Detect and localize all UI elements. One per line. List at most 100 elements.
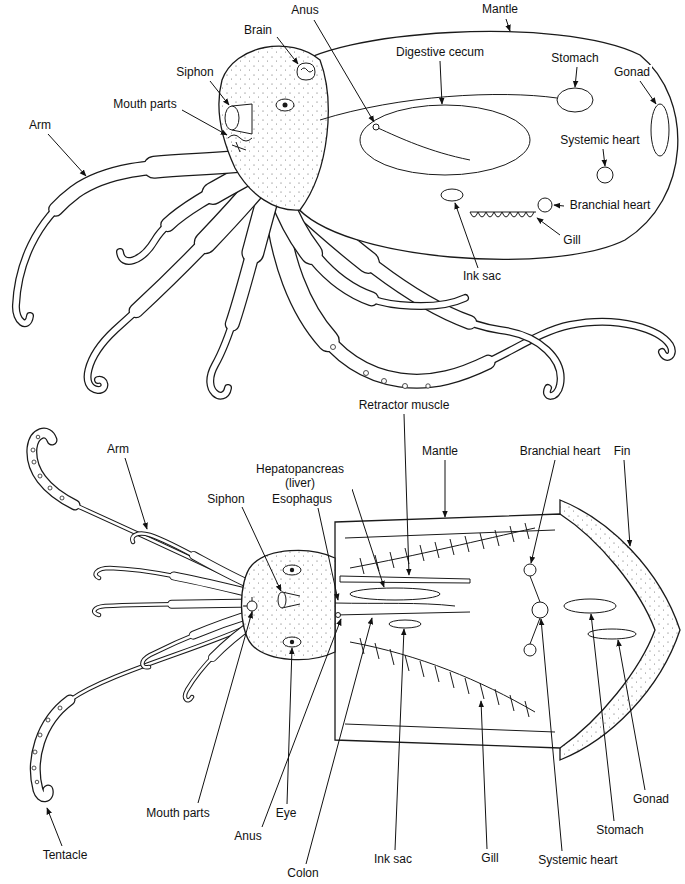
arm-outline [120, 170, 255, 261]
leader-line [603, 149, 605, 166]
arm-outline [142, 612, 258, 667]
part-label: Gonad [612, 65, 652, 79]
sucker [58, 706, 62, 710]
lower-gill [350, 638, 535, 717]
tentacle-outline [70, 622, 258, 700]
part-label: Stomach [549, 51, 600, 65]
branchial-heart [524, 644, 536, 656]
arm-fill [16, 160, 250, 323]
arm-fill [96, 568, 258, 595]
part-label: Gill [561, 233, 582, 247]
part-label: Arm [27, 118, 53, 132]
club-fill [32, 433, 75, 505]
part-label: Gonad [631, 792, 671, 806]
part-label: Ink sac [461, 269, 503, 283]
arm-fill [120, 170, 255, 261]
part-label: Gill [479, 851, 500, 865]
club-suckers [31, 435, 64, 784]
leader-line [618, 640, 645, 790]
gill [470, 212, 536, 217]
octopus-eye [276, 99, 294, 111]
part-label: Colon [285, 866, 320, 880]
branchial-heart [524, 564, 536, 576]
leader-line [395, 629, 404, 850]
leader-line [314, 20, 374, 122]
leader-line [531, 460, 555, 563]
leader-line [537, 218, 560, 235]
part-label: Hepatopancreas (liver) [248, 462, 352, 490]
arm-outline [96, 568, 258, 595]
systemic-heart [597, 167, 613, 183]
leader-line [242, 507, 281, 591]
esophagus [320, 94, 557, 120]
branchial-heart [538, 198, 552, 212]
eye-pupil [290, 568, 294, 572]
sucker [36, 435, 40, 439]
leader-line [506, 19, 510, 31]
colon [335, 612, 470, 615]
sucker [35, 780, 39, 784]
leader-line [277, 37, 298, 64]
leader-line [591, 614, 614, 821]
arm-outline [120, 170, 255, 261]
leader-line [306, 618, 372, 864]
arm-fill [16, 160, 250, 323]
intestine [378, 128, 470, 160]
part-label: Stomach [594, 823, 645, 837]
eye-pupil [283, 103, 288, 108]
sucker-row [331, 345, 431, 389]
part-label: Arm [105, 442, 131, 456]
part-label: Branchial heart [568, 198, 653, 212]
arm-fill [120, 170, 255, 261]
part-label: Digestive cecum [394, 45, 486, 59]
sucker [33, 750, 37, 754]
leader-line [541, 619, 562, 851]
mouth-parts [243, 597, 252, 615]
arm-fill [96, 568, 258, 595]
squid-arm [96, 568, 258, 595]
anus-opening [336, 613, 341, 618]
arm-fill [120, 170, 255, 261]
squid-arm [142, 612, 258, 667]
tentacle-outline [75, 505, 258, 590]
arm-outline [16, 160, 250, 323]
part-label: Anus [232, 829, 263, 843]
sucker [32, 460, 36, 464]
leader-line [445, 460, 446, 517]
sucker [382, 379, 387, 384]
part-label: Mouth parts [144, 806, 211, 820]
arm-fill [94, 603, 258, 615]
mouth-parts [247, 601, 257, 611]
part-label: Anus [289, 3, 320, 17]
mouth-parts [228, 135, 252, 152]
squid-head [242, 550, 336, 659]
part-label: Systemic heart [536, 853, 619, 867]
leader-line [352, 489, 384, 587]
sucker [46, 718, 50, 722]
squid-tentacle [32, 433, 258, 590]
brain-fold [301, 68, 313, 72]
leader-line [48, 134, 86, 176]
sucker [31, 448, 35, 452]
arm-outline [16, 160, 250, 323]
gonad [588, 629, 636, 639]
octopus-mantle [290, 31, 678, 259]
sucker [32, 766, 36, 770]
leader-line [198, 612, 252, 803]
leader-line [210, 81, 229, 105]
club-outline [32, 433, 75, 505]
leader-lines [47, 19, 656, 864]
part-label: Mantle [480, 2, 520, 16]
sucker [38, 474, 42, 478]
arm-outline [94, 603, 258, 615]
octopus-head [219, 46, 328, 210]
leader-line [575, 67, 577, 87]
eye-pupil [290, 640, 294, 644]
anus-opening [373, 124, 379, 130]
sucker [60, 496, 64, 500]
squid-mantle [335, 514, 655, 748]
club-outline [35, 700, 70, 797]
siphon-opening [225, 106, 239, 130]
part-label: Esophagus [270, 492, 334, 506]
